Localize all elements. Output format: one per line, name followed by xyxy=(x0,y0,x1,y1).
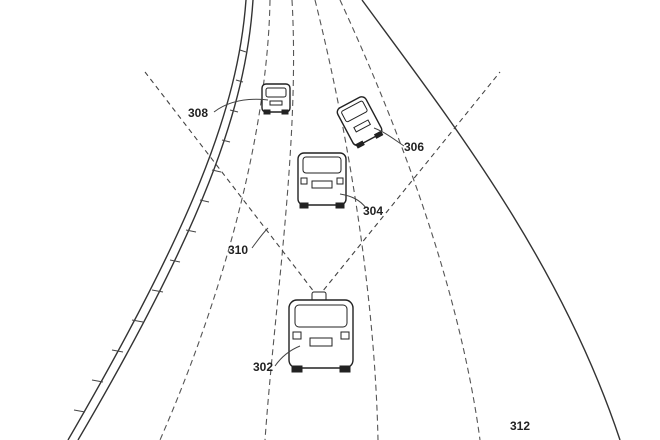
leader-lines xyxy=(213,98,405,367)
label-302: 302 xyxy=(253,360,273,374)
label-310: 310 xyxy=(228,243,248,257)
label-306: 306 xyxy=(404,140,424,154)
adjacent-vehicle xyxy=(336,96,384,149)
lane-lines xyxy=(159,0,621,440)
road-edge xyxy=(361,0,621,440)
lane-line-4 xyxy=(339,0,481,440)
guardrail xyxy=(67,0,254,440)
sensor-field-of-view xyxy=(144,71,501,298)
lane-line-3 xyxy=(314,0,379,440)
label-304: 304 xyxy=(363,204,383,218)
label-312: 312 xyxy=(510,419,530,433)
label-308: 308 xyxy=(188,106,208,120)
lane-line-2 xyxy=(264,0,295,440)
lane-line-1 xyxy=(159,0,271,440)
lead-vehicle xyxy=(297,152,347,209)
guardrail-posts xyxy=(73,49,247,413)
ego-vehicle xyxy=(288,291,354,373)
far-vehicle xyxy=(261,83,291,115)
